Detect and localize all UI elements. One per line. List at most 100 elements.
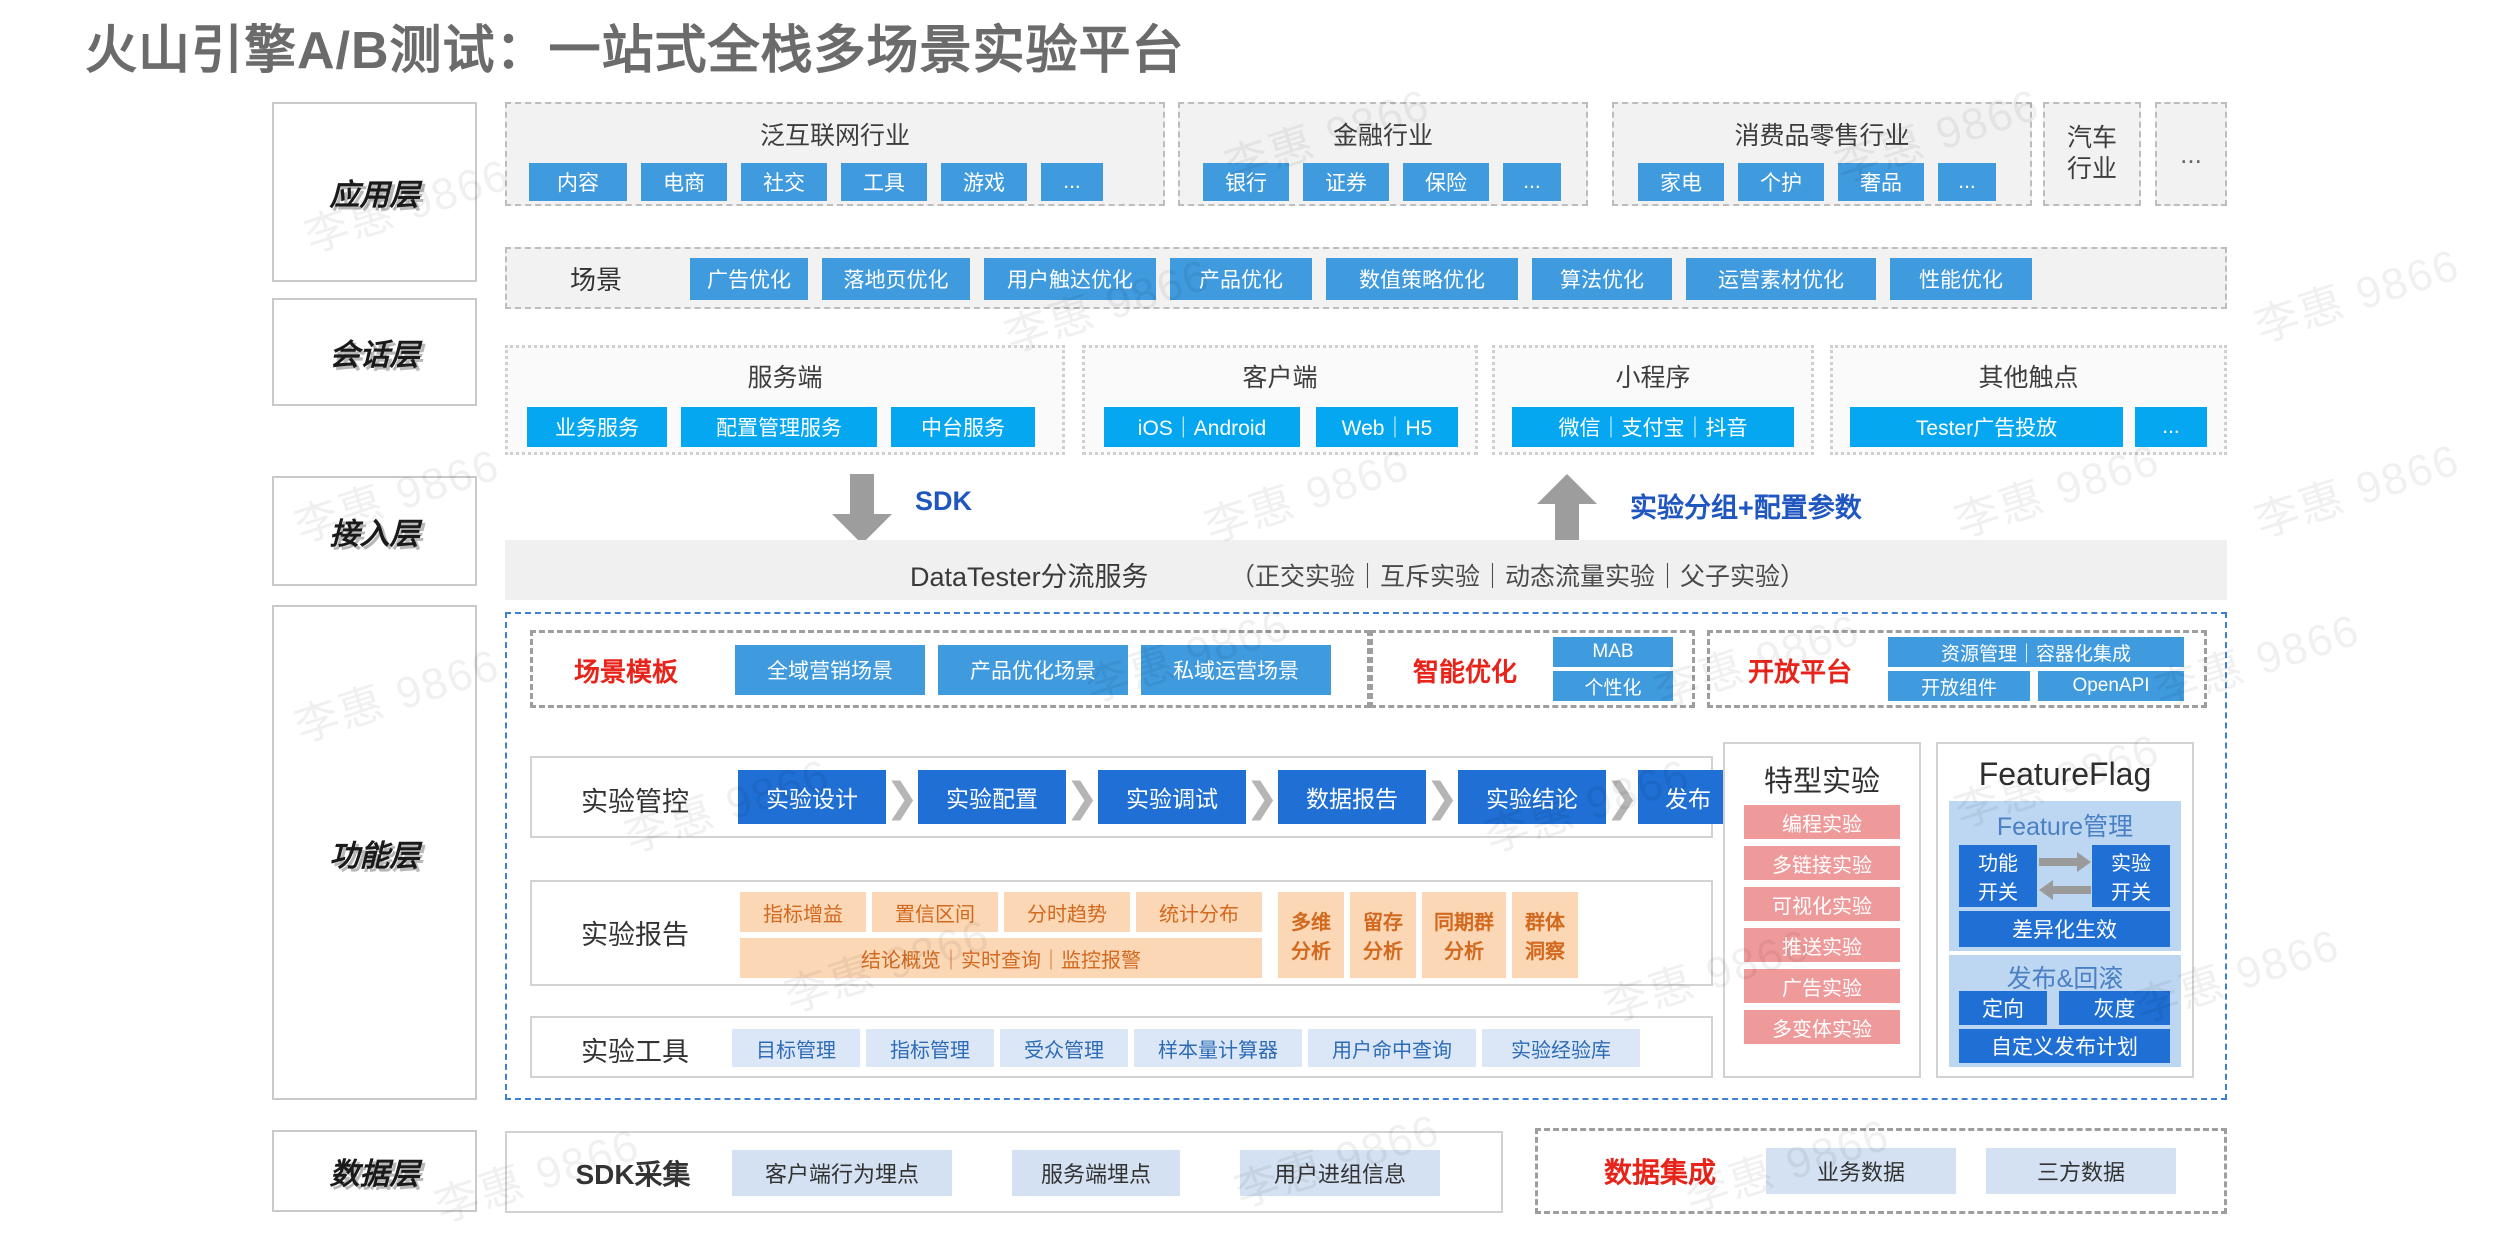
open-platform-group	[1707, 630, 2207, 708]
experiment-step[interactable]: 实验配置	[918, 770, 1066, 824]
layer-label-function: 功能层	[272, 605, 477, 1100]
industry-tag[interactable]: 社交	[741, 163, 827, 201]
tool-chip[interactable]: 目标管理	[732, 1029, 860, 1067]
experiment-step[interactable]: 实验设计	[738, 770, 886, 824]
industry-tag[interactable]: 内容	[529, 163, 627, 201]
scene-template-chip[interactable]: 产品优化场景	[938, 645, 1128, 695]
feature-diff-effect-chip[interactable]: 差异化生效	[1959, 911, 2170, 947]
special-experiment-chip[interactable]: 推送实验	[1744, 928, 1900, 962]
scene-template-chip[interactable]: 全域营销场景	[735, 645, 925, 695]
feature-switch-right-line2: 开关	[2111, 882, 2151, 904]
industry-tag[interactable]: 奢品	[1838, 163, 1924, 201]
experiment-step[interactable]: 发布	[1638, 770, 1738, 824]
industry-tag[interactable]: 银行	[1203, 163, 1289, 201]
industry-tag[interactable]: 保险	[1403, 163, 1489, 201]
sdk-arrow-label: SDK	[915, 486, 973, 516]
industry-tag[interactable]: 游戏	[941, 163, 1027, 201]
industry-group-more[interactable]: ...	[2155, 102, 2227, 206]
report-metric-chip[interactable]: 分时趋势	[1004, 892, 1130, 932]
open-platform-chip[interactable]: 资源管理｜容器化集成	[1888, 637, 2184, 667]
report-analysis-line2: 洞察	[1525, 941, 1565, 963]
session-chip[interactable]: Web｜H5	[1316, 407, 1458, 447]
smart-optimize-label: 智能优化	[1412, 656, 1517, 687]
experiment-step[interactable]: 数据报告	[1278, 770, 1426, 824]
sdk-collect-chip[interactable]: 服务端埋点	[1012, 1150, 1180, 1196]
scenario-chip[interactable]: 用户触达优化	[984, 258, 1156, 300]
special-experiment-chip[interactable]: 多变体实验	[1744, 1010, 1900, 1044]
report-analysis-chip[interactable]: 群体 洞察	[1512, 892, 1578, 978]
smart-optimize-chip[interactable]: MAB	[1553, 637, 1673, 667]
report-analysis-line2: 分析	[1444, 941, 1484, 963]
open-platform-chip[interactable]: OpenAPI	[2038, 671, 2184, 701]
industry-tag[interactable]: 电商	[641, 163, 727, 201]
session-chip[interactable]: 中台服务	[891, 407, 1035, 447]
feature-switch-left[interactable]: 功能 开关	[1959, 845, 2037, 907]
industry-tag[interactable]: 工具	[841, 163, 927, 201]
experiment-report-label: 实验报告	[581, 919, 689, 950]
release-gray-chip[interactable]: 灰度	[2059, 991, 2170, 1025]
feature-switch-right[interactable]: 实验 开关	[2092, 845, 2170, 907]
scenario-chip[interactable]: 运营素材优化	[1686, 258, 1876, 300]
scene-template-group	[530, 630, 1370, 708]
special-experiment-chip[interactable]: 多链接实验	[1744, 846, 1900, 880]
smart-optimize-chip[interactable]: 个性化	[1553, 671, 1673, 701]
industry-tag[interactable]: 证券	[1303, 163, 1389, 201]
report-analysis-chip[interactable]: 多维 分析	[1278, 892, 1344, 978]
report-analysis-chip[interactable]: 同期群 分析	[1422, 892, 1506, 978]
industry-tag-more[interactable]: ...	[1041, 163, 1103, 201]
scene-template-chip[interactable]: 私域运营场景	[1141, 645, 1331, 695]
layer-label-session: 会话层	[272, 298, 477, 406]
experiment-step[interactable]: 实验结论	[1458, 770, 1606, 824]
session-chip[interactable]: 配置管理服务	[681, 407, 877, 447]
tool-chip[interactable]: 用户命中查询	[1308, 1029, 1476, 1067]
session-chip[interactable]: 业务服务	[527, 407, 667, 447]
release-targeted-chip[interactable]: 定向	[1959, 991, 2047, 1025]
session-chip[interactable]: iOS｜Android	[1104, 407, 1300, 447]
industry-tag-more[interactable]: ...	[1503, 163, 1561, 201]
industry-tag[interactable]: 个护	[1738, 163, 1824, 201]
special-experiment-chip[interactable]: 编程实验	[1744, 805, 1900, 839]
industry-tag-more[interactable]: ...	[1938, 163, 1996, 201]
tool-chip[interactable]: 受众管理	[1000, 1029, 1128, 1067]
release-custom-plan-chip[interactable]: 自定义发布计划	[1959, 1029, 2170, 1063]
report-analysis-chip[interactable]: 留存 分析	[1350, 892, 1416, 978]
tool-chip[interactable]: 指标管理	[866, 1029, 994, 1067]
data-integration-card	[1535, 1128, 2227, 1214]
tool-chip[interactable]: 样本量计算器	[1134, 1029, 1302, 1067]
scenario-chip[interactable]: 性能优化	[1890, 258, 2032, 300]
experiment-control-label: 实验管控	[581, 786, 689, 817]
session-chip-more[interactable]: ...	[2135, 407, 2207, 447]
feature-switch-left-line1: 功能	[1978, 853, 2018, 875]
report-metric-chip[interactable]: 置信区间	[872, 892, 998, 932]
arrow-right-icon	[2039, 852, 2091, 872]
open-platform-chip[interactable]: 开放组件	[1888, 671, 2030, 701]
report-analysis-line2: 分析	[1291, 941, 1331, 963]
chevron-right-icon: ❯	[1605, 775, 1639, 821]
industry-group-title: 金融行业	[1332, 122, 1433, 150]
industry-tag[interactable]: 家电	[1638, 163, 1724, 201]
layer-label-data: 数据层	[272, 1130, 477, 1212]
data-integration-chip[interactable]: 业务数据	[1766, 1148, 1956, 1194]
chevron-right-icon: ❯	[885, 775, 919, 821]
sdk-collect-chip[interactable]: 客户端行为埋点	[732, 1150, 952, 1196]
report-metric-chip[interactable]: 统计分布	[1136, 892, 1262, 932]
report-overview-chip[interactable]: 结论概览｜实时查询｜监控报警	[740, 938, 1262, 978]
session-chip[interactable]: 微信｜支付宝｜抖音	[1512, 407, 1794, 447]
special-experiment-chip[interactable]: 广告实验	[1744, 969, 1900, 1003]
scenario-chip[interactable]: 广告优化	[690, 258, 808, 300]
experiment-step[interactable]: 实验调试	[1098, 770, 1246, 824]
scenario-row-label: 场景	[569, 264, 622, 295]
tool-chip[interactable]: 实验经验库	[1482, 1029, 1640, 1067]
scenario-chip[interactable]: 产品优化	[1170, 258, 1312, 300]
session-chip[interactable]: Tester广告投放	[1850, 407, 2123, 447]
scenario-chip[interactable]: 落地页优化	[822, 258, 970, 300]
special-experiment-chip[interactable]: 可视化实验	[1744, 887, 1900, 921]
report-metric-chip[interactable]: 指标增益	[740, 892, 866, 932]
session-group-title: 服务端	[747, 364, 823, 392]
report-analysis-line1: 群体	[1525, 912, 1565, 934]
sdk-collect-chip[interactable]: 用户进组信息	[1240, 1150, 1440, 1196]
industry-group-title: 消费品零售行业	[1734, 122, 1910, 150]
data-integration-chip[interactable]: 三方数据	[1986, 1148, 2176, 1194]
scenario-chip[interactable]: 算法优化	[1532, 258, 1672, 300]
scenario-chip[interactable]: 数值策略优化	[1326, 258, 1518, 300]
